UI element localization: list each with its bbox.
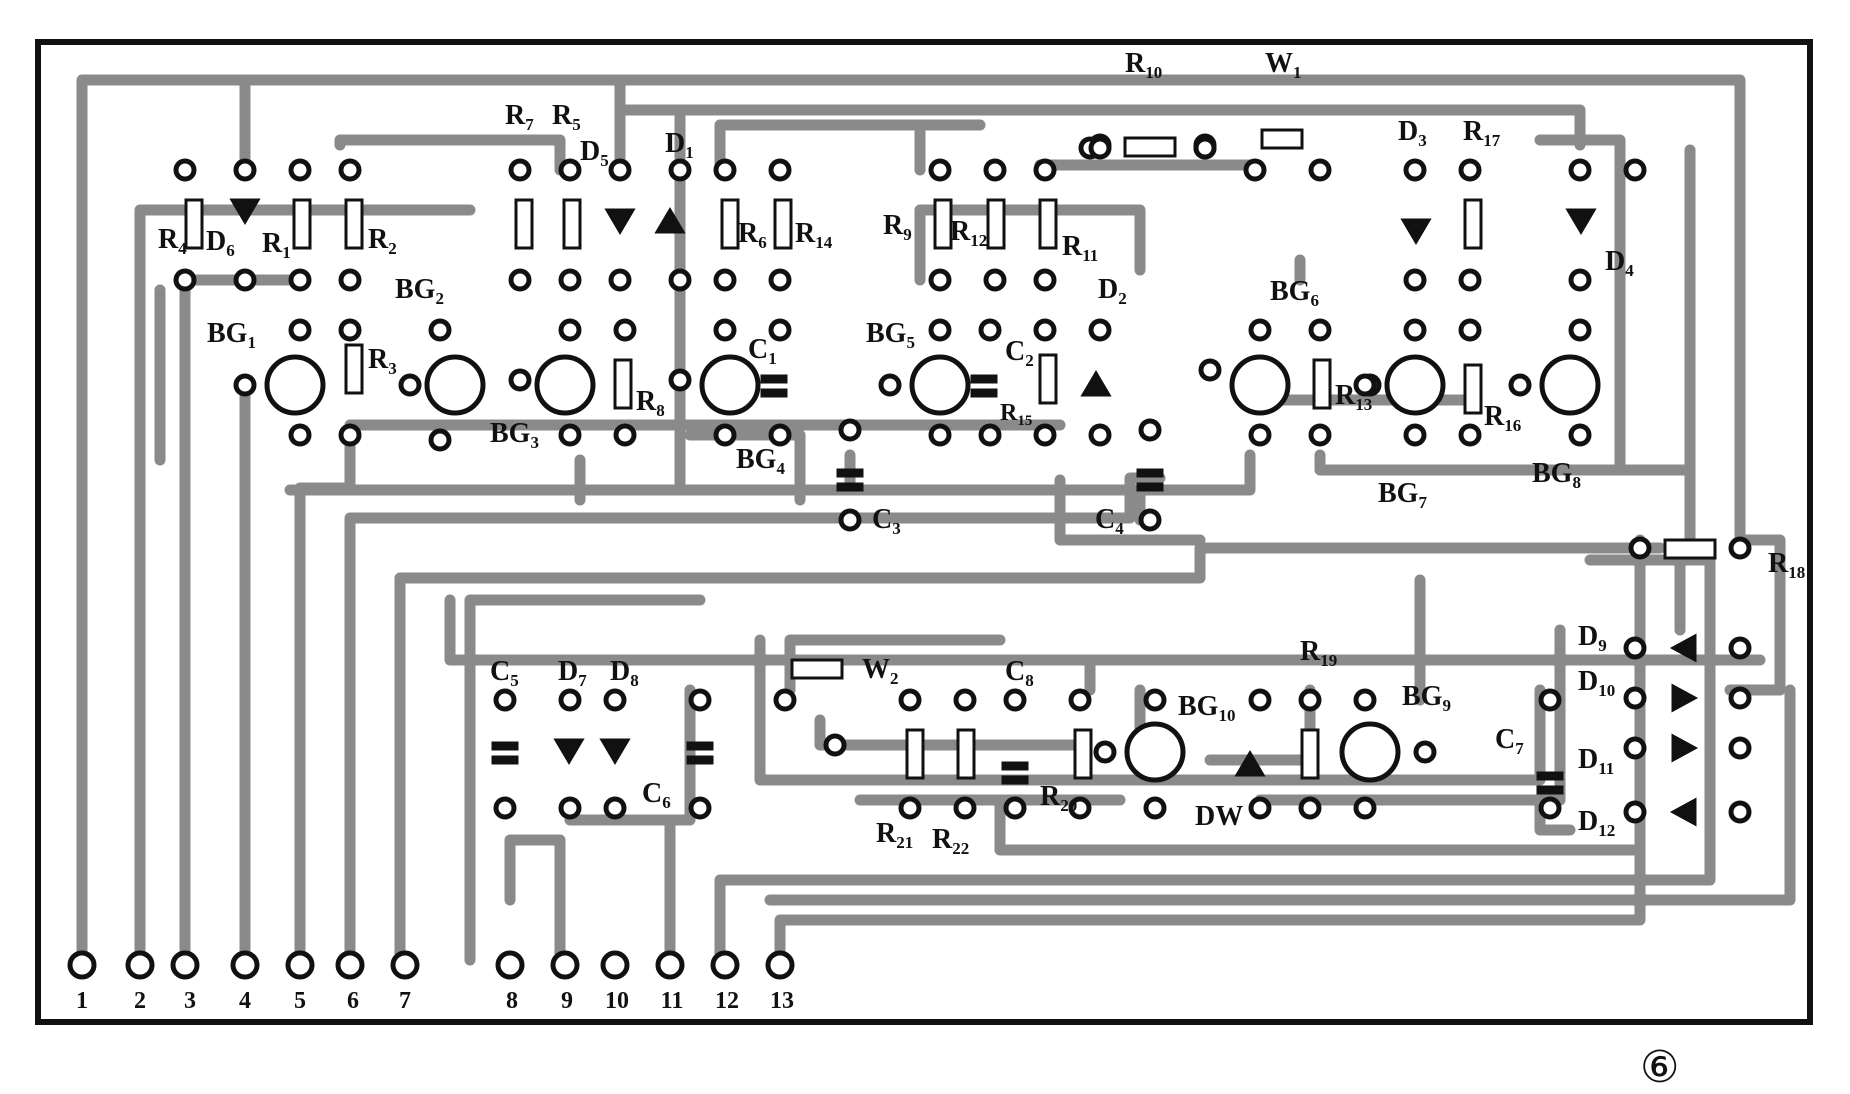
label-D11: D11 <box>1578 744 1614 778</box>
label-C4: C4 <box>1095 504 1124 538</box>
component-labels: R4 D6 R1 R2 BG2 BG1 R3 R7 R5 D5 D1 R6 R1… <box>158 48 1805 858</box>
connector-pin-numbers: 1 2 3 4 5 6 7 8 9 10 11 12 13 <box>76 988 794 1014</box>
label-W1: W1 <box>1265 48 1302 82</box>
label-R3: R3 <box>368 344 397 378</box>
pin-number: 4 <box>239 988 251 1014</box>
label-R4: R4 <box>158 224 187 258</box>
label-R8: R8 <box>636 386 665 420</box>
figure-number: ⑥ <box>1640 1042 1679 1093</box>
pin-number: 1 <box>76 988 88 1014</box>
transistors <box>264 354 1601 783</box>
pin-number: 9 <box>561 988 573 1014</box>
label-R15: R15 <box>1000 400 1032 429</box>
label-C3: C3 <box>872 504 901 538</box>
label-C5: C5 <box>490 656 519 690</box>
edge-connector-pads <box>67 950 795 980</box>
label-C2: C2 <box>1005 336 1034 370</box>
label-C1: C1 <box>748 334 777 368</box>
label-R14: R14 <box>795 218 833 252</box>
pads <box>173 133 1752 824</box>
pin-number: 8 <box>506 988 518 1014</box>
board-outline <box>35 39 1813 1025</box>
label-BG9: BG9 <box>1402 681 1451 715</box>
pin-number: 11 <box>661 988 684 1014</box>
capacitors <box>491 374 1564 795</box>
label-R11: R11 <box>1062 231 1098 265</box>
label-C7: C7 <box>1495 724 1524 758</box>
label-BG1: BG1 <box>207 318 256 352</box>
label-R19: R19 <box>1300 636 1337 670</box>
label-R16: R16 <box>1484 401 1521 435</box>
label-R13: R13 <box>1335 380 1372 414</box>
label-D1: D1 <box>665 128 694 162</box>
label-R2: R2 <box>368 224 397 258</box>
label-D3: D3 <box>1398 116 1427 150</box>
pin-number: 6 <box>347 988 359 1014</box>
label-BG4: BG4 <box>736 444 785 478</box>
resistors <box>184 128 1717 780</box>
label-R22: R22 <box>932 824 969 858</box>
label-W2: W2 <box>862 654 899 688</box>
label-D2: D2 <box>1098 274 1127 308</box>
diodes <box>229 198 1699 827</box>
label-R12: R12 <box>950 216 987 250</box>
pin-number: 3 <box>184 988 196 1014</box>
label-D7: D7 <box>558 656 587 690</box>
pin-number: 7 <box>399 988 411 1014</box>
label-DW: DW <box>1195 801 1243 832</box>
pin-number: 10 <box>605 988 629 1014</box>
label-C6: C6 <box>642 778 671 812</box>
pin-number: 12 <box>715 988 739 1014</box>
label-R9: R9 <box>883 210 912 244</box>
pin-number: 5 <box>294 988 306 1014</box>
label-C8: C8 <box>1005 656 1034 690</box>
label-R20: R20 <box>1040 781 1077 815</box>
label-R5: R5 <box>552 100 581 134</box>
label-D5: D5 <box>580 136 609 170</box>
label-D10: D10 <box>1578 666 1615 700</box>
pin-number: 2 <box>134 988 146 1014</box>
label-BG10: BG10 <box>1178 691 1235 725</box>
label-R7: R7 <box>505 100 534 134</box>
label-BG3: BG3 <box>490 418 539 452</box>
label-D9: D9 <box>1578 621 1607 655</box>
label-BG2: BG2 <box>395 274 444 308</box>
label-BG7: BG7 <box>1378 478 1427 512</box>
label-BG6: BG6 <box>1270 276 1319 310</box>
label-BG5: BG5 <box>866 318 915 352</box>
label-D6: D6 <box>206 226 235 260</box>
label-R17: R17 <box>1463 116 1501 150</box>
label-D4: D4 <box>1605 246 1634 280</box>
pin-number: 13 <box>770 988 794 1014</box>
label-R1: R1 <box>262 228 291 262</box>
copper-tracks <box>76 74 1796 966</box>
label-BG8: BG8 <box>1532 458 1581 492</box>
label-R10: R10 <box>1125 48 1162 82</box>
label-R18: R18 <box>1768 548 1805 582</box>
label-R6: R6 <box>738 218 767 252</box>
label-D8: D8 <box>610 656 639 690</box>
label-D12: D12 <box>1578 806 1615 840</box>
label-R21: R21 <box>876 818 913 852</box>
